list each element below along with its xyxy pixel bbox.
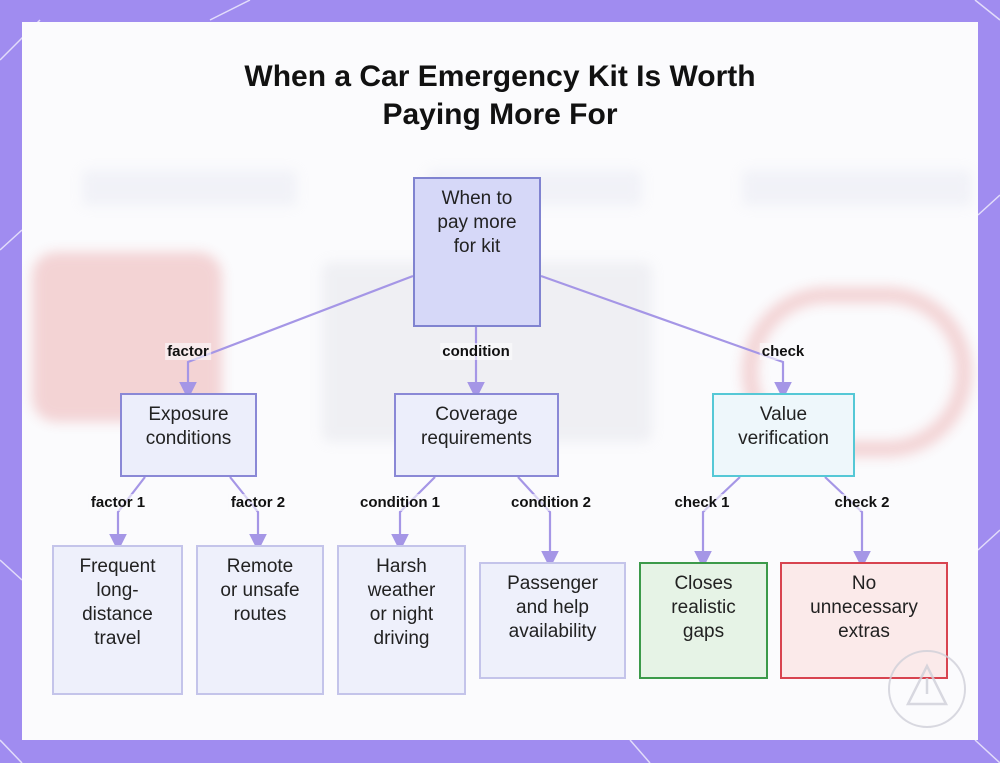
node-extras-line: unnecessary (810, 596, 918, 620)
edge-label-condition-1: condition 1 (358, 494, 442, 511)
edge-root-exposure (188, 276, 413, 393)
edge-label-factor: factor (165, 343, 211, 360)
node-travel-line: Frequent (79, 555, 155, 579)
node-travel-line: distance (79, 603, 155, 627)
node-gaps-line: realistic (671, 596, 735, 620)
node-extras-line: No (810, 572, 918, 596)
node-coverage-line: Coverage (421, 403, 532, 427)
edge-label-condition-2: condition 2 (509, 494, 593, 511)
edge-label-condition: condition (440, 343, 512, 360)
node-exposure-line: Exposure (146, 403, 232, 427)
node-passenger-line: Passenger (507, 572, 598, 596)
node-root-line: pay more (437, 211, 516, 235)
node-root: When to pay more for kit (413, 177, 541, 327)
edge-label-check-1: check 1 (672, 494, 731, 511)
edge-root-value (541, 276, 783, 393)
edge-label-factor-1: factor 1 (89, 494, 147, 511)
node-value-verification: Value verification (712, 393, 855, 477)
edge-exposure-routes (230, 477, 258, 545)
node-value-line: verification (738, 427, 829, 451)
node-extras-line: extras (810, 620, 918, 644)
node-routes-line: or unsafe (220, 579, 299, 603)
node-exposure-line: conditions (146, 427, 232, 451)
node-passenger-line: and help (507, 596, 598, 620)
edge-coverage-passenger (518, 477, 550, 562)
edge-label-check: check (760, 343, 807, 360)
node-root-line: When to (437, 187, 516, 211)
node-weather-line: weather (368, 579, 436, 603)
node-gaps-line: Closes (671, 572, 735, 596)
edge-exposure-travel (118, 477, 145, 545)
node-routes-line: routes (220, 603, 299, 627)
node-passenger-help: Passenger and help availability (479, 562, 626, 679)
node-travel-line: long- (79, 579, 155, 603)
node-closes-gaps: Closes realistic gaps (639, 562, 768, 679)
node-coverage-requirements: Coverage requirements (394, 393, 559, 477)
edge-value-gaps (703, 477, 740, 562)
node-weather-line: or night (368, 603, 436, 627)
node-value-line: Value (738, 403, 829, 427)
node-weather-line: driving (368, 627, 436, 651)
node-frequent-travel: Frequent long- distance travel (52, 545, 183, 695)
node-routes-line: Remote (220, 555, 299, 579)
node-gaps-line: gaps (671, 620, 735, 644)
node-root-line: for kit (437, 235, 516, 259)
edge-value-extras (825, 477, 862, 562)
node-exposure-conditions: Exposure conditions (120, 393, 257, 477)
edge-label-factor-2: factor 2 (229, 494, 287, 511)
node-travel-line: travel (79, 627, 155, 651)
node-harsh-weather: Harsh weather or night driving (337, 545, 466, 695)
node-passenger-line: availability (507, 620, 598, 644)
edge-coverage-weather (400, 477, 435, 545)
node-coverage-line: requirements (421, 427, 532, 451)
node-remote-routes: Remote or unsafe routes (196, 545, 324, 695)
watermark-logo-icon (886, 648, 968, 730)
edge-label-check-2: check 2 (832, 494, 891, 511)
node-weather-line: Harsh (368, 555, 436, 579)
